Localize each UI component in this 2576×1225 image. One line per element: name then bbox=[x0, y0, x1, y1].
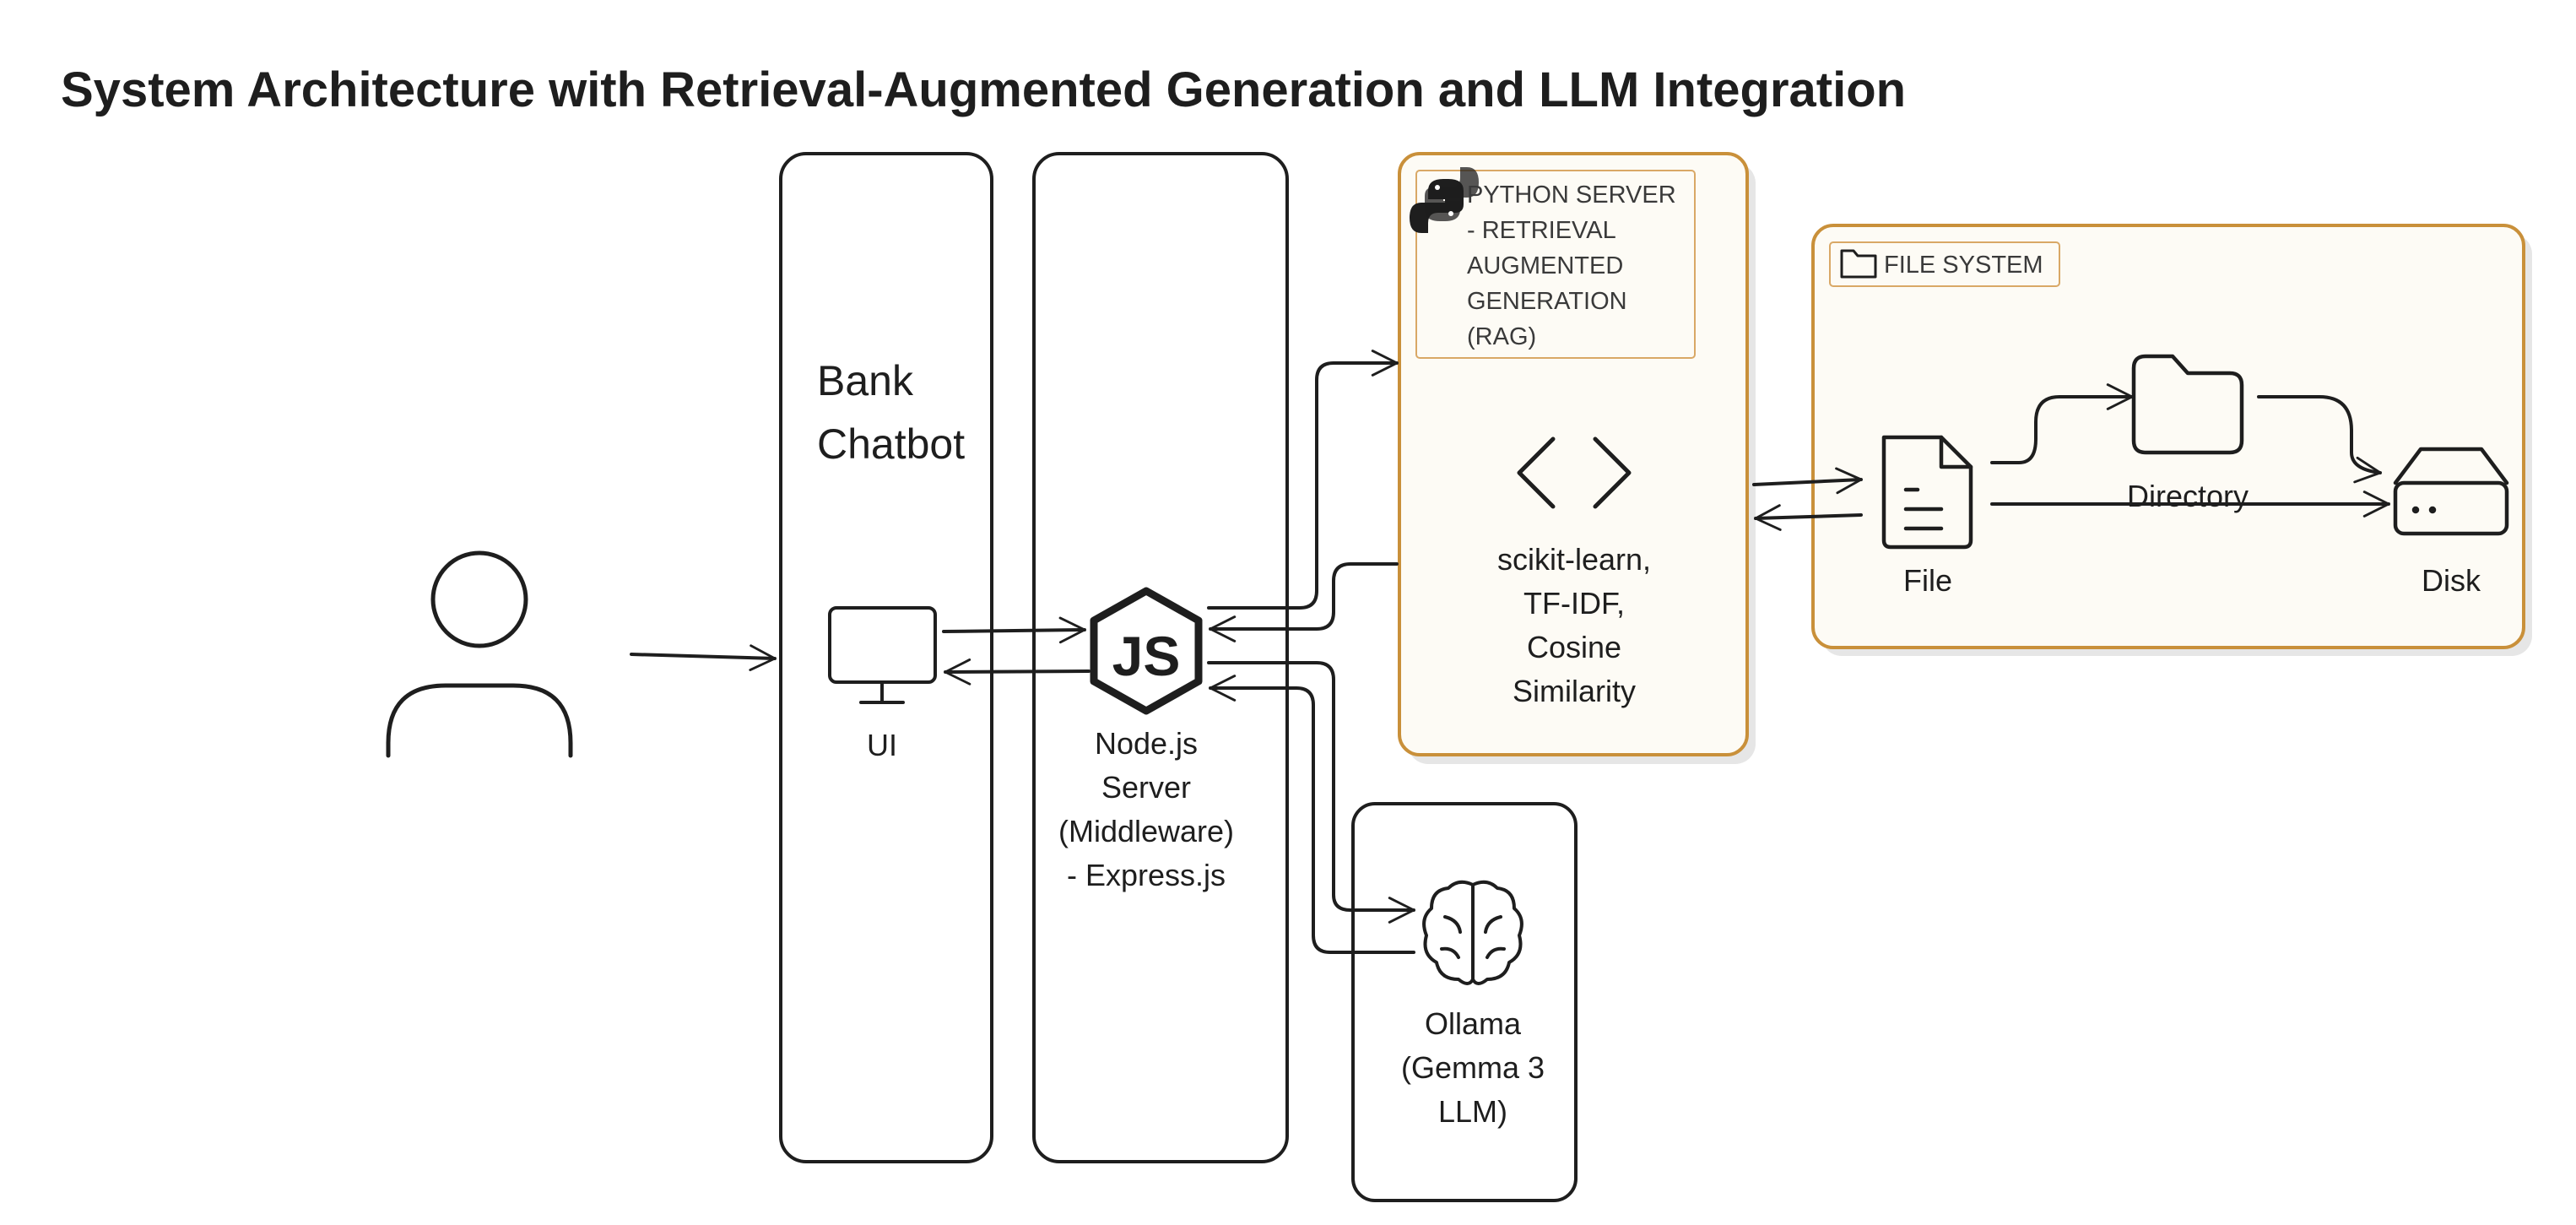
python-server-line: Cosine bbox=[1527, 630, 1621, 664]
python-tag-line: - RETRIEVAL bbox=[1467, 217, 1616, 244]
ollama-line: (Gemma 3 bbox=[1401, 1050, 1545, 1085]
disk-icon bbox=[2393, 447, 2509, 536]
directory-label: Directory bbox=[2127, 479, 2249, 513]
file-system-panel bbox=[1811, 224, 2525, 649]
arrow-directory-to-disk bbox=[2257, 395, 2382, 484]
python-tag-line: (RAG) bbox=[1467, 323, 1536, 350]
python-server-tag: PYTHON SERVER - RETRIEVAL AUGMENTED GENE… bbox=[1467, 182, 1676, 350]
ollama-container bbox=[1351, 802, 1578, 1202]
disk-label: Disk bbox=[2422, 563, 2481, 598]
node-server-container bbox=[1032, 152, 1289, 1163]
monitor-icon bbox=[828, 606, 937, 704]
python-icon bbox=[1410, 167, 1479, 233]
arrow-user-to-chatbot bbox=[630, 644, 777, 671]
arrow-node-to-ui bbox=[944, 658, 1090, 686]
arrow-node-to-python bbox=[1207, 350, 1399, 610]
node-server-line: - Express.js bbox=[1067, 858, 1226, 892]
node-server-line: (Middleware) bbox=[1058, 814, 1234, 848]
python-server-panel bbox=[1398, 152, 1749, 756]
ui-label: UI bbox=[867, 728, 897, 762]
file-icon bbox=[1881, 435, 1973, 550]
arrow-python-to-file bbox=[1752, 467, 1863, 495]
python-server-line: Similarity bbox=[1513, 674, 1636, 708]
node-server-label: Node.js Server (Middleware) - Express.js bbox=[1058, 726, 1234, 892]
ollama-line: LLM) bbox=[1438, 1094, 1507, 1129]
bank-chatbot-container bbox=[779, 152, 993, 1163]
arrow-file-to-python bbox=[1754, 504, 1863, 531]
arrow-ui-to-node bbox=[942, 616, 1086, 644]
code-brackets-icon bbox=[1517, 436, 1632, 509]
arrow-python-to-node bbox=[1209, 562, 1399, 642]
python-server-label: scikit-learn, TF-IDF, Cosine Similarity bbox=[1497, 542, 1651, 708]
file-system-tag-box bbox=[1829, 241, 2060, 287]
bank-chatbot-label-line1: Bank bbox=[817, 357, 914, 404]
python-tag-line: PYTHON SERVER bbox=[1467, 182, 1676, 209]
node-server-line: Node.js bbox=[1095, 726, 1198, 761]
user-icon bbox=[386, 550, 573, 758]
arrow-ollama-to-node bbox=[1209, 675, 1415, 954]
svg-text:JS: JS bbox=[1112, 625, 1181, 687]
python-tag-line: GENERATION bbox=[1467, 288, 1627, 315]
python-server-line: scikit-learn, bbox=[1497, 542, 1651, 577]
python-server-tag-box bbox=[1415, 170, 1696, 359]
bank-chatbot-label-line2: Chatbot bbox=[817, 420, 965, 468]
file-system-tag: FILE SYSTEM bbox=[1884, 252, 2043, 279]
directory-icon bbox=[2131, 354, 2244, 455]
node-server-line: Server bbox=[1101, 770, 1191, 805]
python-tag-line: AUGMENTED bbox=[1467, 252, 1623, 279]
folder-icon bbox=[1840, 249, 1877, 279]
ollama-line: Ollama bbox=[1425, 1006, 1522, 1041]
diagram-title: System Architecture with Retrieval-Augme… bbox=[61, 62, 1906, 117]
nodejs-icon: JS bbox=[1090, 587, 1203, 715]
python-server-line: TF-IDF, bbox=[1523, 586, 1625, 621]
ollama-label: Ollama (Gemma 3 LLM) bbox=[1401, 1006, 1545, 1129]
arrow-node-to-ollama bbox=[1207, 661, 1415, 924]
file-label: File bbox=[1903, 563, 1952, 598]
brain-icon bbox=[1422, 880, 1523, 985]
arrow-file-to-directory bbox=[1990, 383, 2134, 464]
